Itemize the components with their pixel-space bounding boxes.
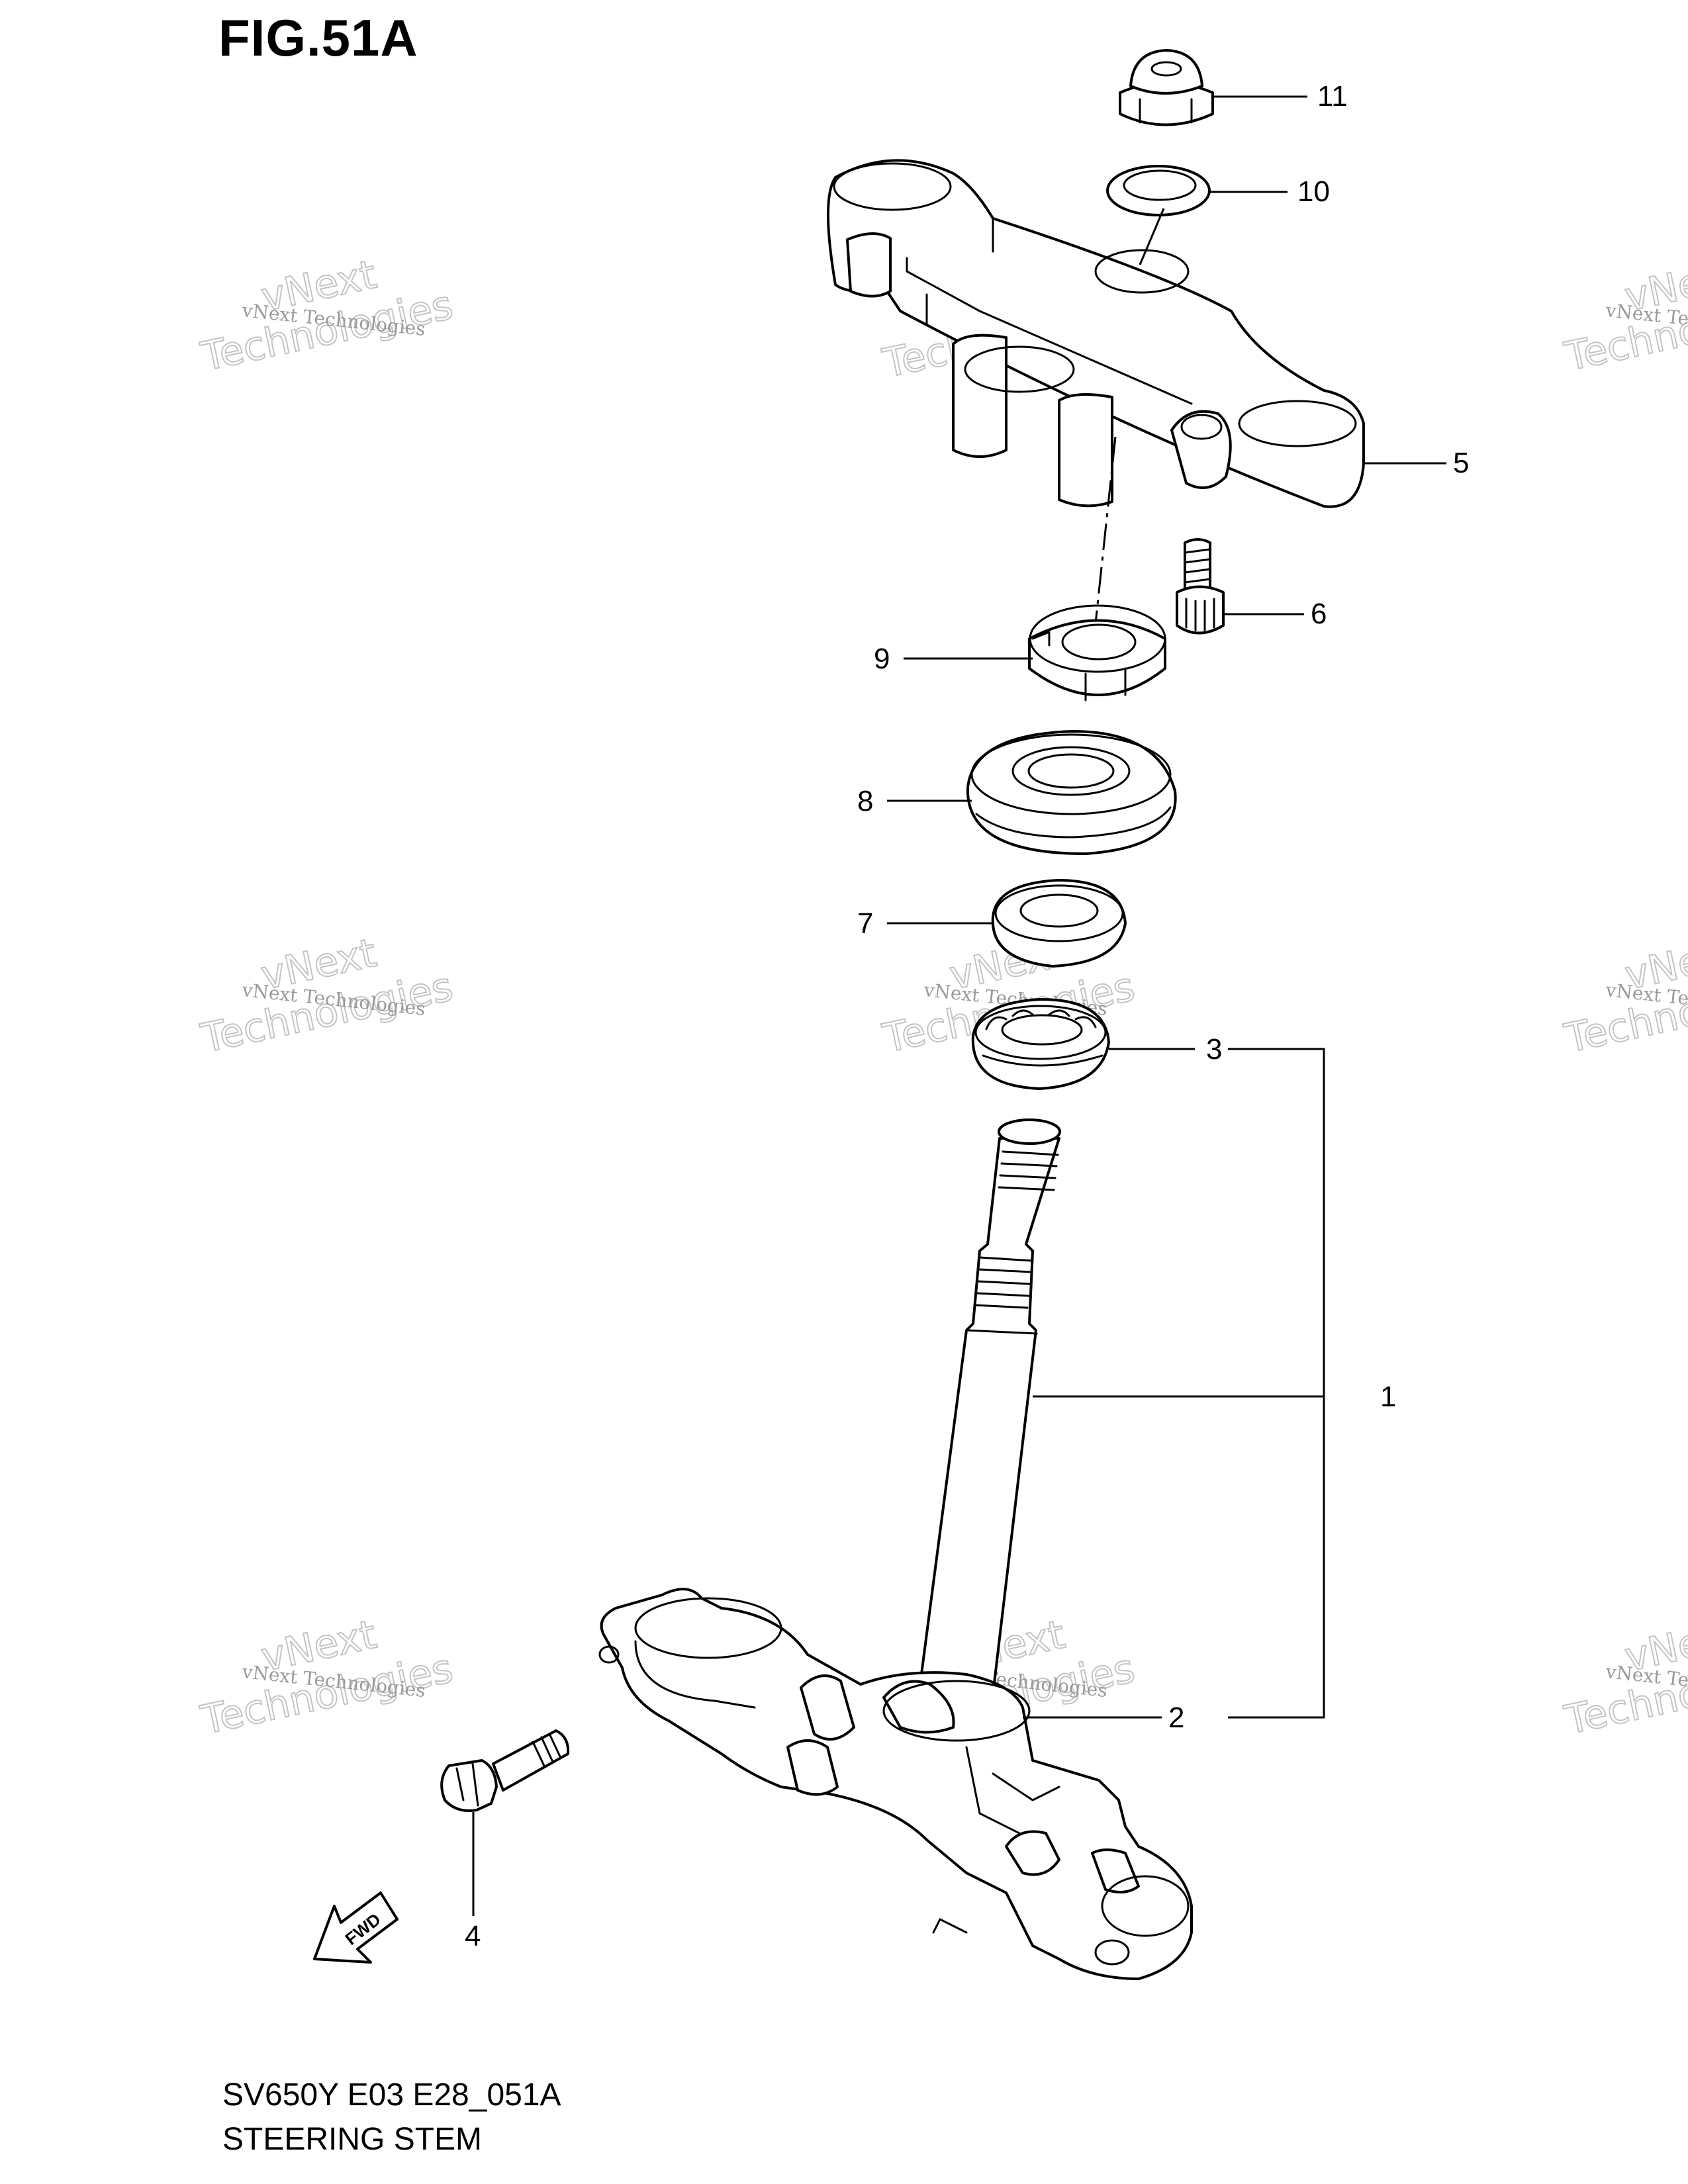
part-1-steering-stem[interactable] bbox=[917, 1118, 1061, 1696]
callout-numbers: 11 10 5 6 9 8 7 3 1 2 4 bbox=[465, 80, 1469, 1952]
figure-model-code: SV650Y E03 E28_051A bbox=[222, 2077, 561, 2113]
callout-4: 4 bbox=[465, 1920, 481, 1952]
watermark-g: Technologies vNext vNext Technologies bbox=[197, 1611, 458, 1745]
part-8-dust-seal[interactable] bbox=[966, 730, 1177, 855]
callout-2: 2 bbox=[1168, 1702, 1184, 1734]
callout-3: 3 bbox=[1206, 1033, 1222, 1066]
callout-11: 11 bbox=[1317, 80, 1348, 113]
watermark-a: Technologies vNext vNext Technologies bbox=[197, 251, 458, 381]
watermark-i: Technologies vNext vNext Technologies bbox=[1560, 1611, 1688, 1745]
part-5-upper-bracket[interactable] bbox=[827, 159, 1365, 508]
callout-1: 1 bbox=[1380, 1381, 1396, 1413]
figure-title: FIG.51A bbox=[218, 9, 418, 67]
watermark-f: Technologies vNext vNext Technologies bbox=[1560, 929, 1688, 1063]
part-7-bearing-race[interactable] bbox=[991, 879, 1127, 968]
part-2-lower-bracket[interactable] bbox=[598, 1588, 1193, 1980]
part-10-washer[interactable] bbox=[1106, 165, 1211, 216]
figure-name: STEERING STEM bbox=[222, 2122, 483, 2157]
bracket-set-line bbox=[1228, 1048, 1325, 1719]
part-11-cap-nut[interactable] bbox=[1119, 49, 1214, 126]
callout-8: 8 bbox=[857, 785, 873, 817]
callout-9: 9 bbox=[874, 643, 890, 675]
callout-6: 6 bbox=[1311, 598, 1327, 630]
leaders bbox=[472, 95, 1446, 1916]
part-3-bearing[interactable] bbox=[971, 998, 1110, 1090]
callout-5: 5 bbox=[1453, 447, 1469, 479]
fwd-direction-marker: FWD bbox=[313, 1891, 399, 1964]
callout-7: 7 bbox=[857, 907, 873, 940]
watermark-c: Technologies vNext vNext Technologies bbox=[1560, 251, 1688, 381]
watermark-d: Technologies vNext vNext Technologies bbox=[197, 929, 458, 1063]
leader-10-drop bbox=[1139, 208, 1165, 265]
callout-10: 10 bbox=[1297, 175, 1330, 208]
part-4-pinch-bolt[interactable] bbox=[440, 1729, 570, 1812]
center-axis-line bbox=[1092, 436, 1117, 643]
part-6-clamp-bolt[interactable] bbox=[1176, 538, 1225, 635]
part-9-stem-nut[interactable] bbox=[1028, 604, 1166, 702]
